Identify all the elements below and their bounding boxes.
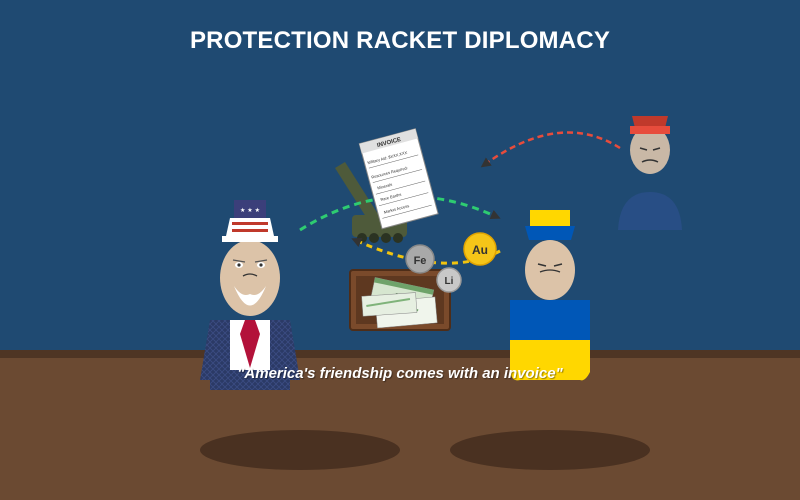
gold-coin-label: Au <box>472 243 488 257</box>
floor-edge <box>0 350 800 360</box>
caption: "America's friendship comes with an invo… <box>237 365 563 382</box>
invoice-line-4: Rare Earths <box>380 192 402 202</box>
iron-coin-label: Fe <box>414 255 427 267</box>
ukraine-figure <box>510 210 590 381</box>
red-arrow <box>480 131 621 168</box>
lithium-coin: Li <box>436 267 462 293</box>
cash-briefcase: 100 <box>349 269 451 331</box>
invoice-line-3: Minerals <box>377 182 393 191</box>
page-title: PROTECTION RACKET DIPLOMACY <box>189 27 611 54</box>
svg-text:★ ★ ★: ★ ★ ★ <box>240 207 260 214</box>
green-arrow <box>299 194 501 232</box>
uncle-sam-figure: ★ ★ ★ <box>200 200 300 390</box>
shadow-right <box>450 430 650 470</box>
shadow-left <box>200 430 400 470</box>
tank-silhouette <box>335 162 407 243</box>
iron-coin: Fe <box>405 244 435 274</box>
lithium-coin-label: Li <box>445 276 454 287</box>
invoice-document: INVOICE Military Aid: $XXX,XXX Resources… <box>358 128 439 230</box>
observer-figure <box>618 116 682 230</box>
gold-coin: Au <box>463 232 497 266</box>
invoice-line-5: Market Access <box>383 203 409 215</box>
floor <box>0 358 800 500</box>
